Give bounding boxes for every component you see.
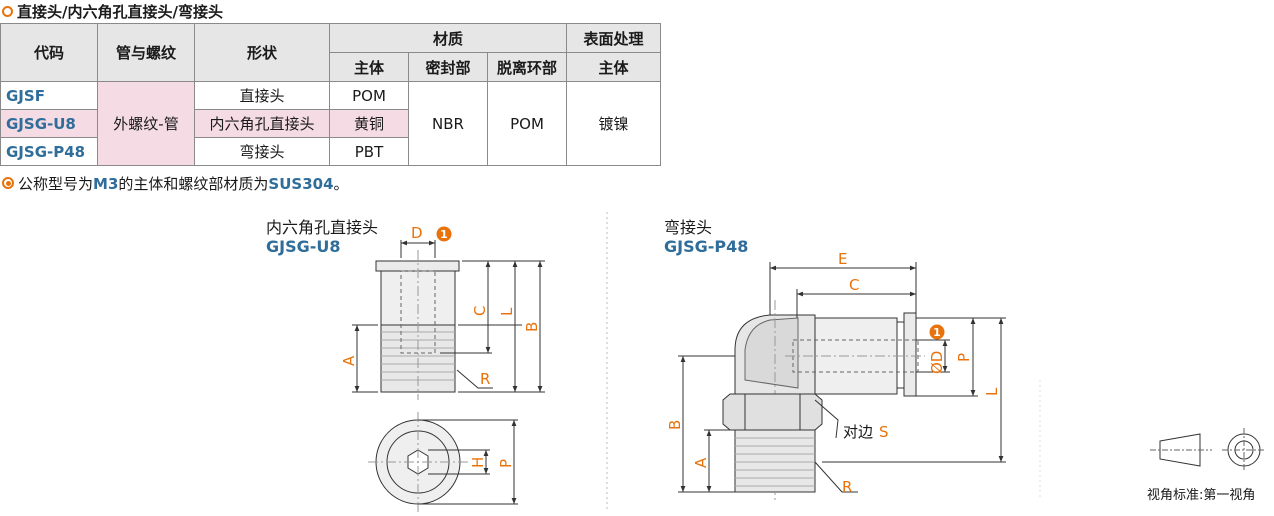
col-release-ring: 脱离环部	[487, 52, 567, 82]
drawing2-code: GJSG-P48	[664, 237, 748, 256]
dim-D2: ØD	[928, 351, 946, 374]
row-code: GJSG-U8	[0, 109, 98, 138]
col-body: 主体	[329, 52, 409, 82]
table-subheader-row: 主体 密封部 脱离环部 主体	[1, 52, 661, 82]
projection-note: 视角标准:第一视角	[1147, 488, 1255, 503]
row-code: GJSG-P48	[0, 137, 98, 166]
dim-E: E	[838, 250, 847, 268]
row-code: GJSF	[0, 81, 98, 110]
note-m3: M3	[93, 174, 119, 193]
col-material: 材质	[329, 23, 567, 53]
release-ring-cell: POM	[487, 81, 567, 166]
note-mid: 的主体和螺纹部材质为	[118, 174, 269, 193]
section-heading-text: 直接头/内六角孔直接头/弯接头	[17, 2, 223, 21]
col-code: 代码	[0, 23, 98, 82]
dim-L: L	[498, 307, 516, 316]
row-shape: 内六角孔直接头	[194, 109, 330, 138]
col-seal: 密封部	[408, 52, 488, 82]
table-header-row: 代码 管与螺纹 形状 材质 表面处理	[0, 23, 661, 82]
badge-1-icon: 1	[933, 326, 941, 339]
row-body: POM	[329, 81, 409, 110]
spec-table: 代码 管与螺纹 形状 材质 表面处理 主体 密封部 脱离环部 主体 GJSF 外…	[0, 23, 661, 166]
dim-H: H	[469, 457, 487, 468]
note-post: 。	[333, 174, 349, 193]
row-body: PBT	[329, 137, 409, 166]
dim-S: S	[879, 423, 889, 441]
dim-S-prefix: 对边	[843, 423, 873, 441]
seal-cell: NBR	[408, 81, 488, 166]
col-shape: 形状	[194, 23, 330, 82]
dim-C: C	[471, 306, 489, 316]
row-shape: 弯接头	[194, 137, 330, 166]
table-row: GJSG-P48 弯接头 PBT	[0, 137, 661, 166]
dim-A2: A	[692, 457, 710, 468]
section-heading: 直接头/内六角孔直接头/弯接头	[2, 0, 223, 22]
col-surface: 表面处理	[566, 23, 661, 53]
col-surface-body: 主体	[566, 52, 661, 82]
row-shape: 直接头	[194, 81, 330, 110]
dim-B: B	[523, 322, 541, 332]
row-body: 黄铜	[329, 109, 409, 138]
table-row: GJSG-U8 内六角孔直接头 黄铜	[0, 109, 661, 138]
dim-R: R	[480, 370, 490, 388]
dim-D: D	[411, 224, 423, 242]
dim-L2: L	[983, 387, 1001, 396]
dim-P: P	[497, 459, 515, 468]
badge-1-icon: 1	[440, 228, 448, 241]
surface-cell: 镀镍	[566, 81, 661, 166]
drawing2-title: 弯接头	[664, 218, 712, 237]
dim-C2: C	[849, 276, 859, 294]
dim-R2: R	[842, 478, 852, 496]
dim-B2: B	[666, 420, 684, 430]
note-pre: 公称型号为	[18, 174, 94, 193]
table-row: GJSF 外螺纹-管 直接头 POM NBR POM 镀镍	[0, 81, 661, 166]
drawing1-title: 内六角孔直接头	[266, 218, 378, 237]
dot-bullet-icon	[2, 177, 14, 189]
dim-P2: P	[955, 353, 973, 362]
drawing1-code: GJSG-U8	[266, 237, 341, 256]
note-sus: SUS304	[268, 174, 334, 193]
dim-A: A	[340, 355, 358, 366]
ring-bullet-icon	[2, 5, 13, 17]
material-note: 公称型号为M3的主体和螺纹部材质为SUS304。	[2, 172, 349, 194]
col-pipe-thread: 管与螺纹	[97, 23, 195, 82]
pipe-thread-cell: 外螺纹-管	[97, 81, 195, 166]
